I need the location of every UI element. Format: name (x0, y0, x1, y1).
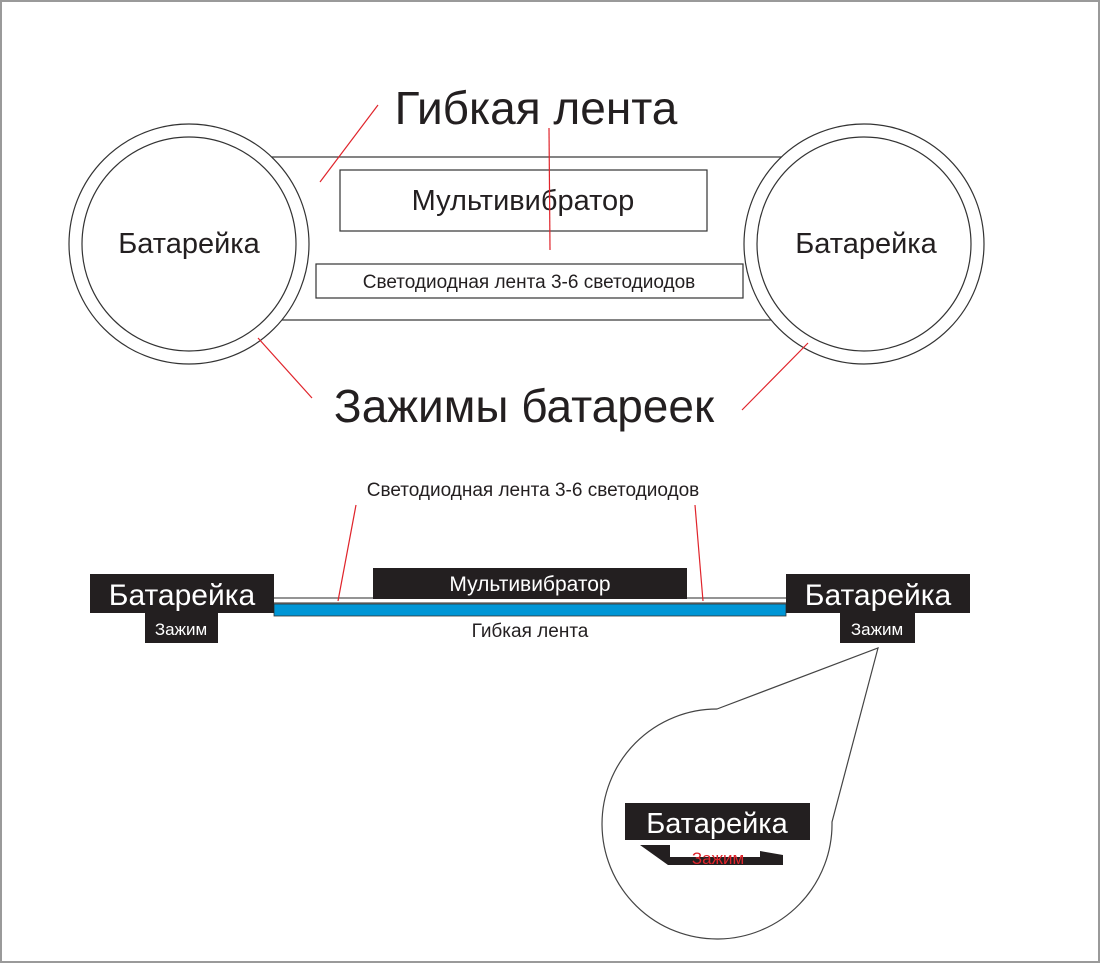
leader-lines (257, 104, 809, 411)
clips-label: Зажимы батареек (334, 380, 715, 432)
clip-left-block (145, 612, 218, 643)
battery-right-label: Батарейка (795, 228, 937, 260)
flex-tape (273, 603, 787, 617)
battery-right-block (786, 574, 970, 613)
multivibrator-box (339, 169, 708, 232)
multivibrator-label: Мультивибратор (412, 185, 635, 217)
side-leader-lines (337, 504, 704, 602)
flex-tape-label: Гибкая лента (395, 82, 678, 134)
detail-callout: Батарейка Зажим (601, 647, 879, 940)
battery-left-label: Батарейка (118, 228, 260, 260)
battery-left-block (90, 574, 274, 613)
led-strip-label: Светодиодная лента 3-6 светодиодов (363, 272, 696, 293)
detail-battery-block (625, 803, 810, 840)
side-battery-right-label: Батарейка (805, 579, 952, 612)
magnifier-outline (601, 647, 879, 940)
led-strip-box (315, 263, 744, 299)
side-view: Светодиодная лента 3-6 светодиодов Мульт… (90, 480, 970, 643)
top-view: Батарейка Батарейка Мультивибратор Свето… (68, 82, 985, 432)
side-led-strip-label: Светодиодная лента 3-6 светодиодов (367, 480, 700, 501)
side-battery-left-label: Батарейка (109, 579, 256, 612)
multivibrator-block (373, 568, 687, 599)
side-flex-tape-label: Гибкая лента (472, 621, 589, 642)
clip-right-block (840, 612, 915, 643)
detail-battery-label: Батарейка (646, 808, 788, 840)
detail-clip-label: Зажим (692, 849, 744, 868)
battery-left (81, 136, 297, 352)
clip-left-label: Зажим (155, 620, 207, 639)
side-multivibrator-label: Мультивибратор (449, 573, 610, 596)
clip-right-label: Зажим (851, 620, 903, 639)
battery-right (756, 136, 972, 352)
